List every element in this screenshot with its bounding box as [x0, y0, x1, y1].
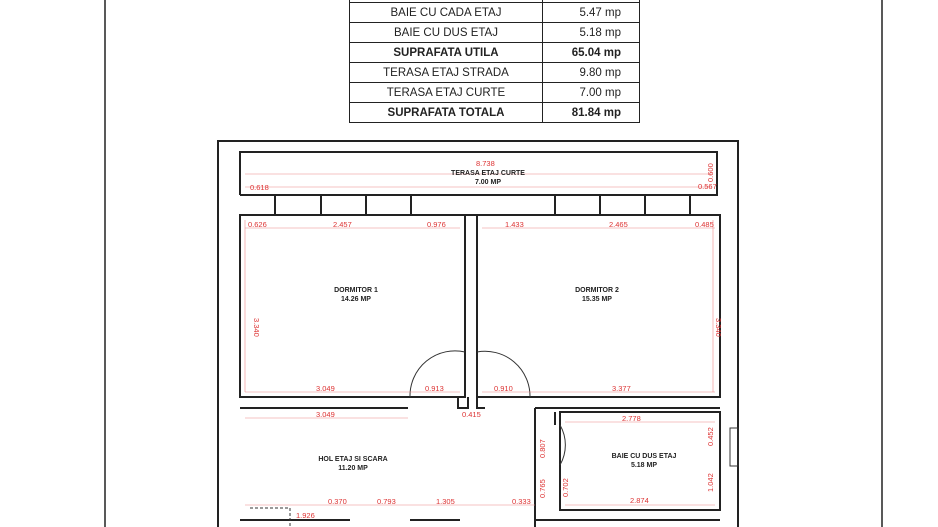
dim-label: 0.333 — [512, 497, 531, 506]
room-cell: BAIE CU DUS ETAJ — [349, 22, 543, 43]
dim-label: 1.926 — [296, 511, 315, 520]
dimension-lines — [244, 173, 715, 506]
area-cell: 81.84 mp — [542, 102, 640, 123]
dim-label: 2.457 — [333, 220, 352, 229]
dim-label: 0.807 — [538, 439, 547, 458]
room-cell: TERASA ETAJ STRADA — [349, 62, 543, 83]
dim-label: 1.433 — [505, 220, 524, 229]
dim-label: 3.049 — [316, 410, 335, 419]
area-cell: 5.47 mp — [542, 2, 640, 23]
room-cell: SUPRAFATA TOTALA — [349, 102, 543, 123]
dim-label: 2.465 — [609, 220, 628, 229]
room-name: HOL ETAJ SI SCARA — [318, 456, 387, 463]
dim-label: 3.377 — [612, 384, 631, 393]
dim-label: 0.910 — [494, 384, 513, 393]
dim-label: 0.415 — [462, 410, 481, 419]
dim-label: 3.340 — [714, 318, 723, 337]
dim-label: 0.600 — [706, 163, 715, 182]
room-name: BAIE CU DUS ETAJ — [612, 453, 677, 460]
dim-label: 0.485 — [695, 220, 714, 229]
room-area: 5.18 MP — [631, 462, 657, 469]
dim-label: 0.626 — [248, 220, 267, 229]
dim-label: 2.778 — [622, 414, 641, 423]
room-name: DORMITOR 2 — [575, 287, 619, 294]
dim-label: 1.042 — [706, 473, 715, 492]
dim-label: 0.913 — [425, 384, 444, 393]
walls — [217, 140, 739, 527]
room-area: 14.26 MP — [341, 296, 371, 303]
room-labels: TERASA ETAJ CURTE 7.00 MP DORMITOR 1 14.… — [318, 170, 676, 472]
room-name: TERASA ETAJ CURTE — [451, 170, 525, 177]
dim-label: 3.340 — [252, 318, 261, 337]
area-cell: 9.80 mp — [542, 62, 640, 83]
dim-label: 3.049 — [316, 384, 335, 393]
dimension-labels: 8.738 0.618 0.567 0.600 0.626 2.457 0.97… — [248, 159, 723, 520]
room-area: 11.20 MP — [338, 465, 368, 472]
room-cell: BAIE CU CADA ETAJ — [349, 2, 543, 23]
dim-label: 1.305 — [436, 497, 455, 506]
dim-label: 8.738 — [476, 159, 495, 168]
room-area: 15.35 MP — [582, 296, 612, 303]
dim-label: 2.874 — [630, 496, 649, 505]
area-cell: 5.18 mp — [542, 22, 640, 43]
room-cell: SUPRAFATA UTILA — [349, 42, 543, 63]
area-cell: 65.04 mp — [542, 42, 640, 63]
dim-label: 0.452 — [706, 427, 715, 446]
dim-label: 0.567 — [698, 182, 717, 191]
dim-label: 0.765 — [538, 479, 547, 498]
dim-label: 0.370 — [328, 497, 347, 506]
room-cell: TERASA ETAJ CURTE — [349, 82, 543, 103]
area-cell: 7.00 mp — [542, 82, 640, 103]
dim-label: 0.976 — [427, 220, 446, 229]
dim-label: 0.702 — [561, 478, 570, 497]
room-name: DORMITOR 1 — [334, 287, 378, 294]
dim-label: 0.618 — [250, 183, 269, 192]
room-area: 7.00 MP — [475, 179, 501, 186]
dim-label: 0.793 — [377, 497, 396, 506]
